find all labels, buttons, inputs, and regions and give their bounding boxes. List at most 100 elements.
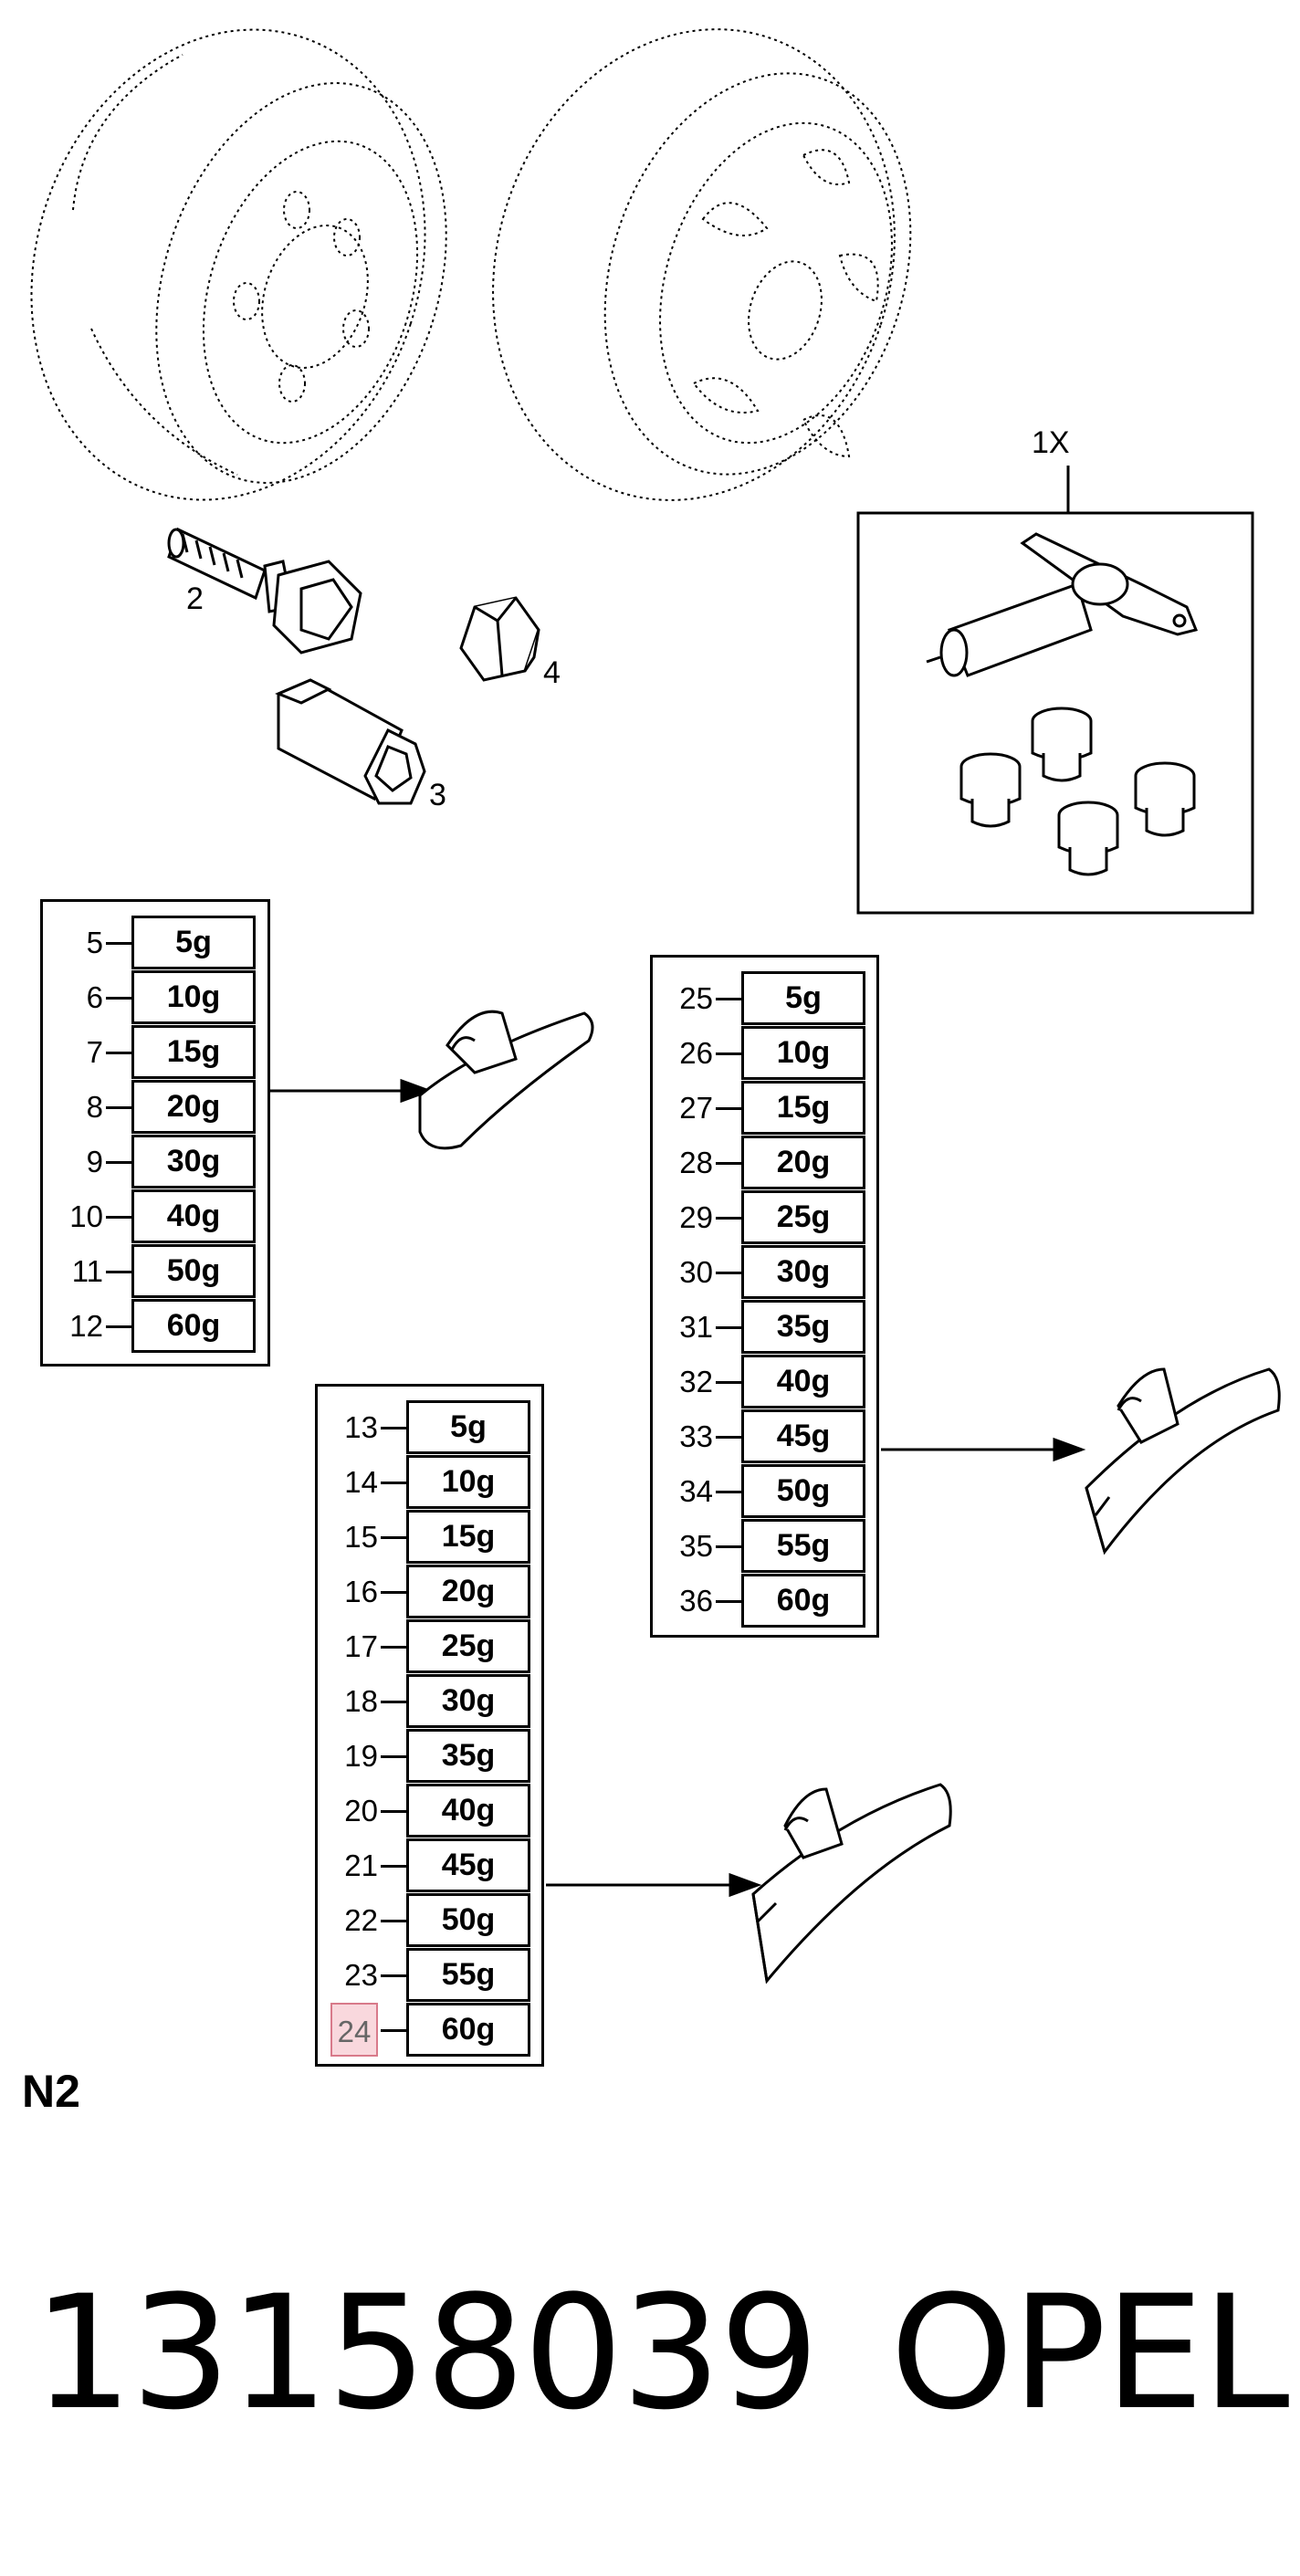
leader-line [716, 1272, 741, 1274]
row-number: 15 [344, 1520, 378, 1554]
leader-line [381, 2029, 406, 2032]
weight-row: 27 15g [653, 1081, 876, 1135]
weight-value: 10g [741, 1026, 865, 1080]
weight-value: 55g [406, 1948, 530, 2002]
row-number: 31 [679, 1310, 713, 1344]
row-number: 28 [679, 1146, 713, 1179]
weight-value: 45g [406, 1838, 530, 1892]
row-number: 35 [679, 1529, 713, 1563]
callout-bolt: 2 [186, 581, 204, 616]
row-number: 29 [679, 1200, 713, 1234]
weight-value: 60g [406, 2003, 530, 2057]
leader-line [381, 1646, 406, 1649]
leader-line [381, 1865, 406, 1868]
leader-line [381, 1920, 406, 1922]
row-number: 24 [330, 2003, 378, 2057]
callout-kit: 1X [1032, 425, 1070, 460]
weight-value: 20g [131, 1080, 256, 1134]
row-number: 34 [679, 1474, 713, 1508]
leader-line [716, 998, 741, 1000]
leader-line [716, 1491, 741, 1493]
row-number: 27 [679, 1091, 713, 1125]
row-number: 23 [344, 1958, 378, 1992]
weight-row: 12 60g [43, 1299, 267, 1353]
weight-value: 15g [131, 1025, 256, 1079]
weight-value: 10g [131, 970, 256, 1024]
weight-value: 50g [406, 1893, 530, 1947]
row-number: 13 [344, 1410, 378, 1444]
row-number: 22 [344, 1903, 378, 1937]
weight-row: 29 25g [653, 1190, 876, 1244]
leader-line [106, 1161, 131, 1164]
leader-line [381, 1755, 406, 1758]
weight-value: 10g [406, 1455, 530, 1509]
weight-value: 30g [406, 1674, 530, 1728]
lock-nut-illustration [959, 707, 1196, 876]
row-number: 12 [69, 1309, 103, 1343]
row-number: 11 [71, 1254, 103, 1288]
leader-line [716, 1052, 741, 1055]
weight-value: 5g [741, 971, 865, 1025]
row-number: 14 [344, 1465, 378, 1499]
locking-kit-box [856, 466, 1254, 915]
weight-value: 60g [741, 1574, 865, 1628]
weight-value: 15g [406, 1510, 530, 1564]
wheel-bolt-illustration [167, 527, 362, 654]
weight-value: 50g [741, 1464, 865, 1518]
row-number: 18 [344, 1684, 378, 1718]
weight-value: 25g [741, 1190, 865, 1244]
leader-line [381, 1701, 406, 1703]
row-number: 36 [679, 1584, 713, 1618]
leader-line [716, 1107, 741, 1110]
section-code: N2 [22, 2066, 80, 2117]
weight-row: 34 50g [653, 1464, 876, 1518]
row-number: 10 [69, 1199, 103, 1233]
weight-row: 31 35g [653, 1300, 876, 1354]
row-number: 32 [679, 1365, 713, 1398]
row-number: 7 [86, 1035, 103, 1069]
leader-line [716, 1436, 741, 1439]
weight-value: 40g [131, 1189, 256, 1243]
weight-row: 24 60g [318, 2003, 541, 2057]
leader-line [381, 1974, 406, 1977]
weight-value: 5g [131, 916, 256, 969]
leader-line [716, 1381, 741, 1384]
weight-row: 18 30g [318, 1674, 541, 1728]
weight-value: 15g [741, 1081, 865, 1135]
leader-line [716, 1326, 741, 1329]
weight-value: 50g [131, 1244, 256, 1298]
leader-line [716, 1217, 741, 1220]
weight-row: 22 50g [318, 1893, 541, 1947]
balance-weight-medium [751, 1783, 952, 1984]
callout-nut: 4 [543, 655, 561, 690]
weight-value: 5g [406, 1400, 530, 1454]
weight-row: 36 60g [653, 1574, 876, 1628]
weight-row: 23 55g [318, 1948, 541, 2002]
weight-row: 14 10g [318, 1455, 541, 1509]
weight-value: 40g [741, 1355, 865, 1408]
alloy-wheel-illustration [492, 28, 912, 501]
weight-value: 60g [131, 1299, 256, 1353]
row-number: 26 [679, 1036, 713, 1070]
leader-line [381, 1810, 406, 1813]
row-number: 17 [344, 1629, 378, 1663]
weight-value: 30g [741, 1245, 865, 1299]
table-pointer-arrows [265, 1078, 1086, 1898]
weight-value: 35g [741, 1300, 865, 1354]
leader-line [716, 1162, 741, 1165]
